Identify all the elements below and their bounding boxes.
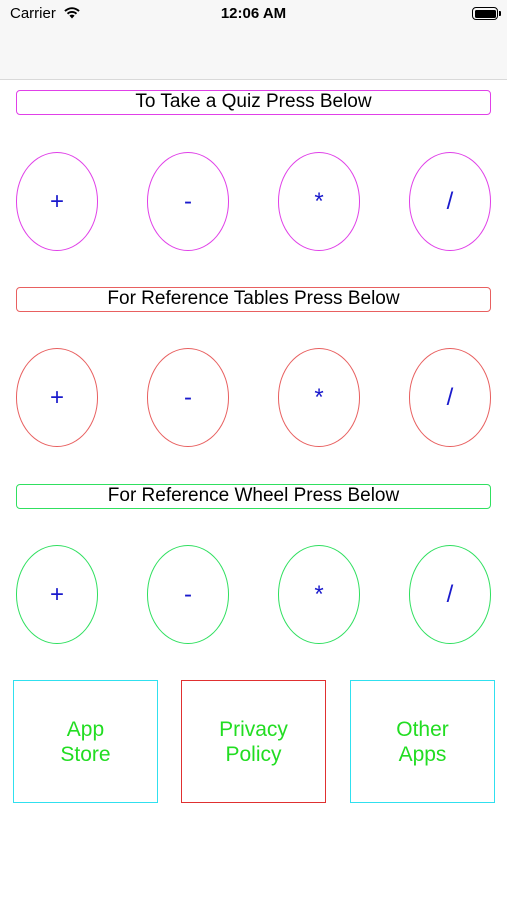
wheel-add-button[interactable]: +: [16, 545, 98, 644]
privacy-policy-line1: Privacy: [219, 717, 288, 741]
quiz-add-label: +: [49, 187, 64, 215]
wheel-divide-label: /: [446, 580, 454, 608]
tables-subtract-label: -: [184, 383, 192, 411]
quiz-subtract-button[interactable]: -: [147, 152, 229, 251]
quiz-divide-button[interactable]: /: [409, 152, 491, 251]
tables-subtract-button[interactable]: -: [147, 348, 229, 447]
tables-header: For Reference Tables Press Below: [16, 287, 491, 312]
tables-multiply-button[interactable]: *: [278, 348, 360, 447]
app-store-line2: Store: [60, 742, 111, 766]
carrier-label: Carrier: [10, 5, 56, 22]
app-store-line1: App: [66, 717, 105, 741]
other-apps-line1: Other: [396, 717, 449, 741]
quiz-subtract-label: -: [184, 187, 192, 215]
wheel-add-label: +: [49, 580, 64, 608]
wheel-header: For Reference Wheel Press Below: [16, 484, 491, 509]
tables-multiply-label: *: [314, 383, 324, 411]
clock: 12:06 AM: [220, 5, 287, 22]
wheel-multiply-button[interactable]: *: [278, 545, 360, 644]
battery-icon: [472, 7, 501, 20]
privacy-policy-line2: Policy: [225, 742, 282, 766]
quiz-header: To Take a Quiz Press Below: [16, 90, 491, 115]
tables-add-label: +: [49, 383, 64, 411]
wheel-multiply-label: *: [314, 580, 324, 608]
other-apps-line2: Apps: [398, 742, 447, 766]
wheel-subtract-label: -: [184, 580, 192, 608]
wheel-buttons-row: + - * /: [0, 545, 507, 645]
wheel-divide-button[interactable]: /: [409, 545, 491, 644]
wheel-subtract-button[interactable]: -: [147, 545, 229, 644]
quiz-add-button[interactable]: +: [16, 152, 98, 251]
quiz-multiply-label: *: [314, 187, 324, 215]
tables-divide-label: /: [446, 383, 454, 411]
quiz-multiply-button[interactable]: *: [278, 152, 360, 251]
tables-divide-button[interactable]: /: [409, 348, 491, 447]
tables-buttons-row: + - * /: [0, 348, 507, 448]
tables-add-button[interactable]: +: [16, 348, 98, 447]
status-bar: Carrier 12:06 AM: [0, 0, 507, 80]
quiz-divide-label: /: [446, 187, 454, 215]
wifi-icon: [64, 7, 80, 19]
quiz-buttons-row: + - * /: [0, 152, 507, 252]
